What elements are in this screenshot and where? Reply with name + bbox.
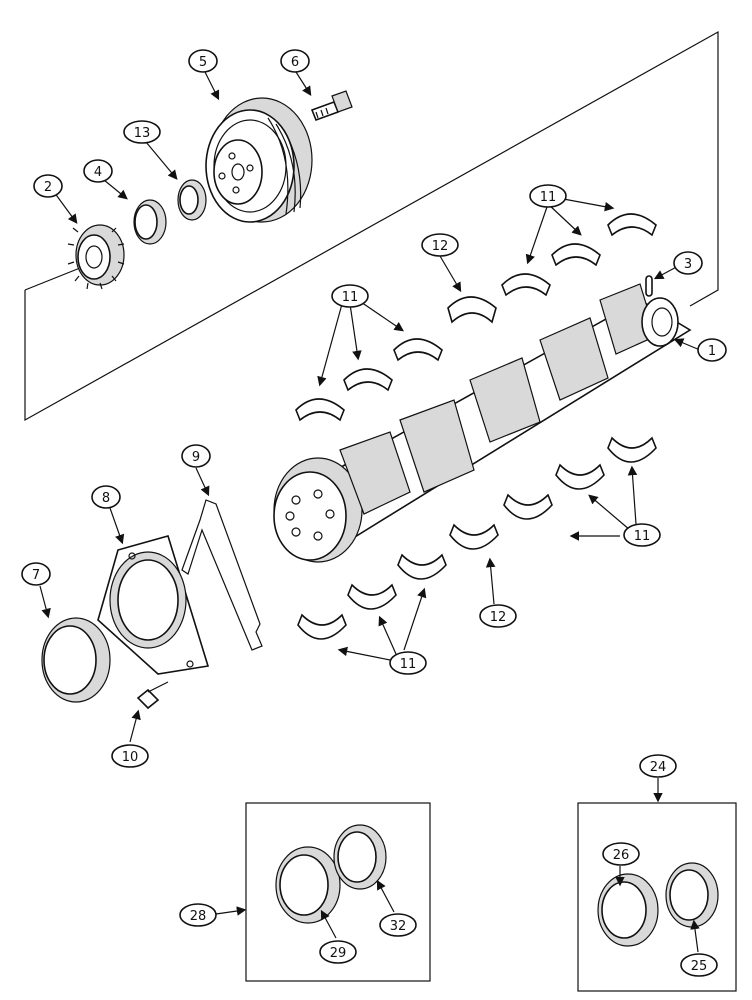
kit-28-parts — [275, 824, 387, 924]
svg-text:28: 28 — [190, 909, 207, 924]
svg-text:10: 10 — [122, 750, 139, 765]
svg-text:3: 3 — [684, 257, 692, 272]
kit-24-box — [577, 802, 737, 992]
upper-bearing-shells — [295, 213, 657, 422]
callout-11-lower-right: 11 — [623, 523, 661, 547]
callout-11-upper-right: 11 — [529, 184, 567, 208]
callouts: 1 2 3 4 5 6 7 8 9 10 11 11 11 11 12 12 1… — [21, 49, 727, 977]
callout-1: 1 — [697, 338, 727, 362]
svg-text:2: 2 — [44, 180, 52, 195]
svg-text:11: 11 — [540, 190, 557, 205]
svg-text:9: 9 — [192, 450, 200, 465]
callout-7: 7 — [21, 562, 51, 586]
svg-text:7: 7 — [32, 568, 40, 583]
callout-8: 8 — [91, 485, 121, 509]
svg-text:12: 12 — [432, 239, 449, 254]
callout-11-lower-left: 11 — [389, 651, 427, 675]
callout-3: 3 — [673, 251, 703, 275]
callout-10: 10 — [111, 744, 149, 768]
svg-text:29: 29 — [330, 946, 347, 961]
svg-text:26: 26 — [613, 848, 630, 863]
callout-11-upper-left: 11 — [331, 284, 369, 308]
crankshaft — [273, 283, 692, 563]
svg-text:11: 11 — [400, 657, 417, 672]
rear-seal-housing — [97, 535, 210, 675]
dowel-pin — [645, 275, 653, 297]
callout-24: 24 — [639, 754, 677, 778]
crank-gear — [67, 224, 125, 290]
callout-28: 28 — [179, 903, 217, 927]
front-wear-sleeve — [177, 179, 207, 221]
svg-text:1: 1 — [708, 344, 716, 359]
kit-28-box — [245, 802, 431, 982]
callout-32: 32 — [379, 913, 417, 937]
svg-text:12: 12 — [490, 610, 507, 625]
svg-text:11: 11 — [634, 529, 651, 544]
lower-bearing-shells — [297, 436, 657, 640]
leader-lines — [39, 71, 701, 953]
svg-text:11: 11 — [342, 290, 359, 305]
svg-text:8: 8 — [102, 491, 110, 506]
callout-25: 25 — [680, 953, 718, 977]
callout-12-lower: 12 — [479, 604, 517, 628]
callout-9: 9 — [181, 444, 211, 468]
svg-text:32: 32 — [390, 919, 407, 934]
callout-4: 4 — [83, 159, 113, 183]
vibration-damper-pulley — [205, 97, 313, 223]
svg-text:24: 24 — [650, 760, 667, 775]
callout-12-upper: 12 — [421, 233, 459, 257]
front-group-boundary — [24, 30, 719, 422]
svg-text:6: 6 — [291, 55, 299, 70]
front-seal-ring — [133, 199, 167, 245]
svg-text:4: 4 — [94, 165, 102, 180]
callout-29: 29 — [319, 940, 357, 964]
housing-bolt — [136, 681, 169, 710]
kit-24-parts — [597, 862, 719, 947]
rear-crank-seal — [41, 617, 111, 703]
callout-5: 5 — [188, 49, 218, 73]
svg-text:13: 13 — [134, 126, 151, 141]
callout-13: 13 — [123, 120, 161, 144]
callout-2: 2 — [33, 174, 63, 198]
callout-26: 26 — [602, 842, 640, 866]
damper-bolt — [310, 90, 353, 122]
svg-text:25: 25 — [691, 959, 708, 974]
rear-cover-gasket — [181, 499, 263, 651]
svg-text:5: 5 — [199, 55, 207, 70]
callout-6: 6 — [280, 49, 310, 73]
